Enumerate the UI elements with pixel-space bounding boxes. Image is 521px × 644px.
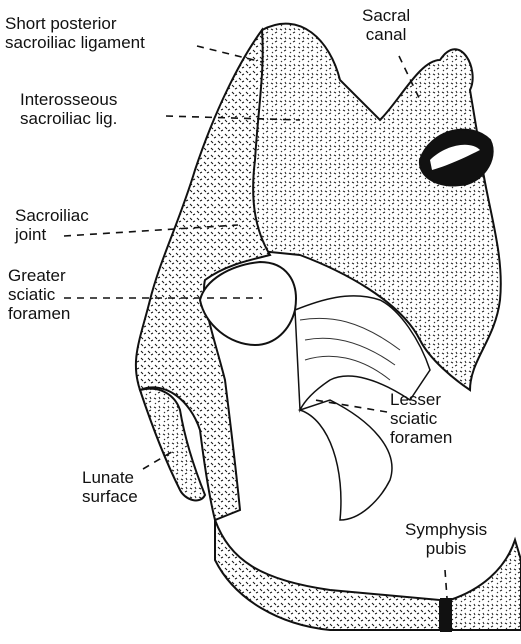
label-lesser-sciatic: Lesser sciatic foramen xyxy=(390,390,452,447)
label-lunate-surface: Lunate surface xyxy=(82,468,138,506)
label-interosseous: Interosseous sacroiliac lig. xyxy=(20,90,117,128)
lesser-sciatic-foramen-shape xyxy=(300,400,392,520)
label-short-posterior: Short posterior sacroiliac ligament xyxy=(5,14,145,52)
label-symphysis-pubis: Symphysis pubis xyxy=(405,520,487,558)
label-sacral-canal: Sacral canal xyxy=(362,6,410,44)
label-greater-sciatic: Greater sciatic foramen xyxy=(8,266,70,323)
symphysis-shape xyxy=(440,598,452,632)
label-sacroiliac-joint: Sacroiliac joint xyxy=(15,206,89,244)
